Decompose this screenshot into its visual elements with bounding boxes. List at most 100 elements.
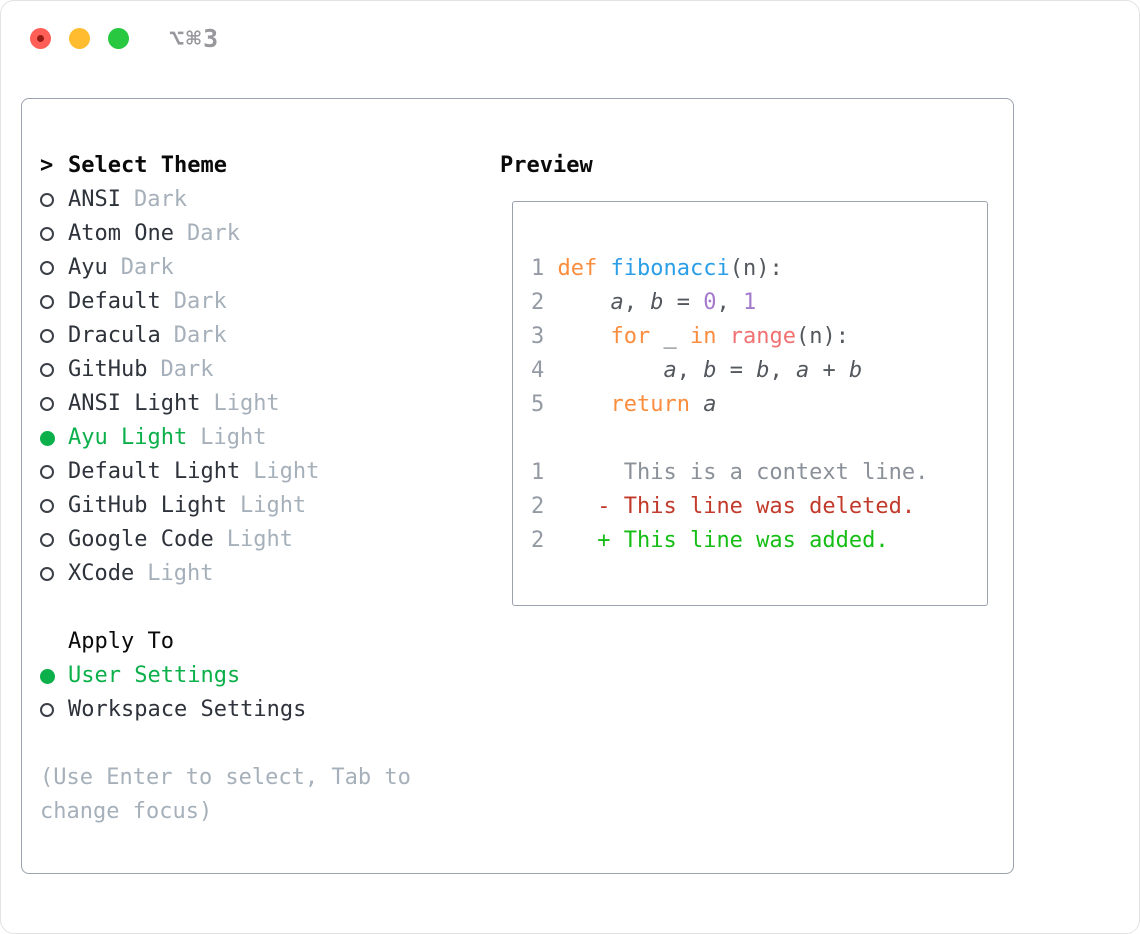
theme-option[interactable]: ANSI Light Light: [40, 387, 440, 421]
code-token: b: [650, 290, 664, 315]
code-token: fibonacci: [610, 256, 730, 281]
code-token: - This line was deleted.: [557, 494, 916, 519]
diff-line: 2 + This line was added.: [531, 524, 987, 558]
code-token: ,: [623, 290, 651, 315]
theme-variant-label: Dark: [133, 187, 187, 212]
code-token: This is a context line.: [557, 460, 929, 485]
option-label: Workspace Settings: [68, 697, 307, 722]
theme-variant-label: Dark: [173, 289, 227, 314]
theme-option[interactable]: Ayu Dark: [40, 251, 440, 285]
option-label: Ayu: [68, 255, 108, 280]
code-token: (n):: [729, 256, 783, 281]
code-token: def: [557, 256, 611, 281]
code-token: a: [703, 392, 717, 417]
code-token: =: [716, 358, 757, 383]
code-line: 2 a, b = 0, 1: [531, 286, 987, 320]
code-token: [558, 392, 611, 417]
code-token: in: [689, 324, 717, 349]
apply-option[interactable]: User Settings: [40, 659, 440, 693]
theme-variant-label: Dark: [173, 323, 227, 348]
select-theme-heading-row: > Select Theme: [40, 149, 440, 183]
theme-variant-label: Light: [147, 561, 214, 586]
code-token: _: [650, 324, 690, 349]
theme-variant-label: Light: [213, 391, 280, 416]
option-label: ANSI Light: [68, 391, 201, 416]
radio-icon: [40, 703, 68, 717]
minimize-button[interactable]: [69, 27, 90, 49]
zoom-button[interactable]: [108, 27, 129, 49]
radio-icon: [40, 465, 68, 479]
code-token: (n):: [795, 324, 849, 349]
theme-option[interactable]: Dracula Dark: [40, 319, 440, 353]
code-token: ,: [769, 358, 796, 383]
code-token: 1: [742, 290, 757, 315]
theme-variant-label: Dark: [160, 357, 214, 382]
code-line: 4 a, b = b, a + b: [531, 354, 987, 388]
option-label: Default Light: [68, 459, 241, 484]
apply-to-heading: Apply To: [68, 629, 174, 654]
preview-column: Preview 1 def fibonacci(n):2 a, b = 0, 1…: [500, 149, 1000, 873]
radio-icon: [40, 499, 68, 513]
code-token: b: [703, 358, 717, 383]
radio-icon: [40, 397, 68, 411]
line-number: 2: [531, 494, 558, 519]
close-button[interactable]: [30, 27, 51, 49]
radio-icon: [40, 193, 68, 207]
line-number: 5: [531, 392, 558, 417]
theme-variant-label: Light: [200, 425, 267, 450]
radio-icon: [40, 567, 68, 581]
line-number: 1: [531, 460, 558, 485]
radio-icon: [40, 430, 68, 446]
theme-option[interactable]: Default Dark: [40, 285, 440, 319]
code-token: [558, 290, 611, 315]
code-blank-line: [531, 422, 987, 456]
theme-variant-label: Dark: [186, 221, 240, 246]
line-number: 1: [531, 256, 558, 281]
option-label: XCode: [68, 561, 135, 586]
theme-option[interactable]: Ayu Light Light: [40, 421, 440, 455]
code-line: 3 for _ in range(n):: [531, 320, 987, 354]
option-label: User Settings: [68, 663, 241, 688]
code-token: b: [756, 358, 770, 383]
preview-heading: Preview: [500, 153, 593, 178]
titlebar: ⌥⌘3: [1, 1, 1139, 75]
radio-icon: [40, 227, 68, 241]
line-number: 3: [531, 324, 558, 349]
theme-option[interactable]: XCode Light: [40, 557, 440, 591]
code-line: 5 return a: [531, 388, 987, 422]
option-label: Ayu Light: [68, 425, 188, 450]
code-token: a: [663, 358, 677, 383]
code-token: ,: [676, 358, 704, 383]
code-token: + This line was added.: [557, 528, 889, 553]
code-token: +: [809, 358, 849, 383]
select-theme-heading: Select Theme: [68, 153, 227, 178]
radio-icon: [40, 668, 68, 684]
line-number: 2: [531, 528, 558, 553]
prompt-icon: >: [40, 153, 54, 178]
line-number: 2: [531, 290, 558, 315]
code-token: [558, 358, 664, 383]
line-number: 4: [531, 358, 558, 383]
diff-line: 1 This is a context line.: [531, 456, 987, 490]
code-token: =: [663, 290, 704, 315]
theme-variant-label: Dark: [120, 255, 174, 280]
option-label: Default: [68, 289, 161, 314]
code-token: [558, 324, 611, 349]
diff-line: 2 - This line was deleted.: [531, 490, 987, 524]
apply-option[interactable]: Workspace Settings: [40, 693, 440, 727]
code-token: a: [610, 290, 624, 315]
option-label: Dracula: [68, 323, 161, 348]
radio-icon: [40, 261, 68, 275]
